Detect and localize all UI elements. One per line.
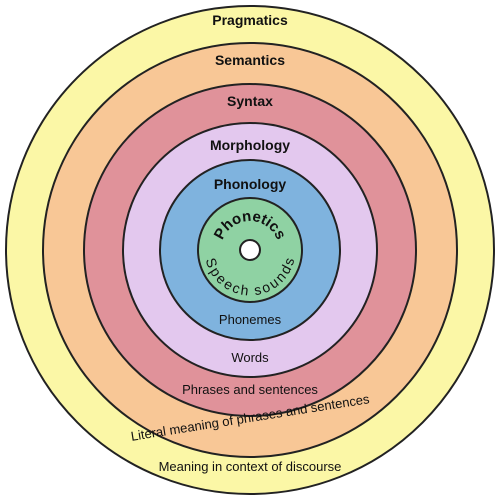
phonology-title: Phonology bbox=[214, 176, 287, 192]
phonology-subtitle: Phonemes bbox=[219, 312, 282, 327]
pragmatics-title: Pragmatics bbox=[212, 12, 288, 28]
morphology-subtitle: Words bbox=[231, 350, 269, 365]
syntax-title: Syntax bbox=[227, 93, 273, 109]
syntax-subtitle: Phrases and sentences bbox=[182, 382, 318, 397]
center-hole bbox=[239, 239, 261, 261]
pragmatics-subtitle: Meaning in context of discourse bbox=[159, 459, 342, 474]
semantics-title: Semantics bbox=[215, 52, 285, 68]
morphology-title: Morphology bbox=[210, 137, 290, 153]
